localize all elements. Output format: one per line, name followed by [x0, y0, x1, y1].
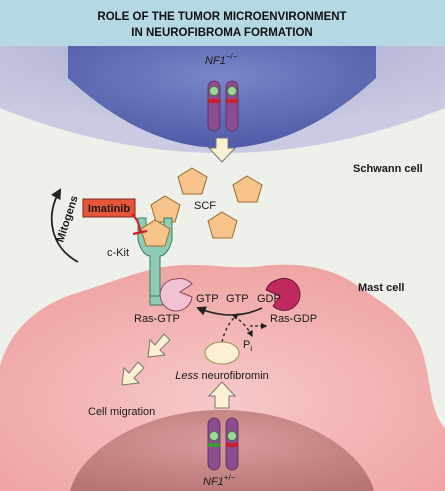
mitogens-arrow-icon	[51, 188, 79, 263]
pi-release-dashed-arrow-icon	[233, 315, 253, 338]
mast-cell-label: Mast cell	[358, 282, 404, 294]
mast-cell-cytoplasm	[0, 264, 445, 491]
ras-gdp-protein-icon	[265, 277, 301, 311]
mast-genotype: NF1+/−	[203, 473, 236, 488]
gdp-to-gtp-arrow-icon	[196, 306, 263, 316]
gtp-label-1: GTP	[196, 293, 219, 305]
scf-label: SCF	[194, 200, 216, 212]
scf-pentagon-icon	[207, 211, 238, 239]
imatinib-box	[82, 198, 136, 218]
schwann-cell-label: Schwann cell	[353, 163, 423, 175]
bound-scf-pentagon-icon	[140, 219, 171, 247]
pi-label: Pi	[243, 339, 252, 353]
gtp-label-2: GTP	[226, 293, 249, 305]
gdp-label: GDP	[257, 293, 281, 305]
ras-gtp-label: Ras-GTP	[134, 313, 180, 325]
mast-cell-nucleus	[70, 410, 374, 491]
mast-chromosome-pair	[207, 417, 239, 471]
schwann-chromosome-pair	[207, 80, 239, 132]
neurofibromin-oval-icon	[204, 341, 240, 365]
migration-arrow-1-icon	[147, 333, 171, 358]
migration-arrow-2-icon	[121, 361, 145, 386]
scf-ligands	[150, 167, 263, 239]
secretion-arrow-icon	[207, 137, 237, 163]
schwann-genotype: NF1−/−	[205, 52, 238, 67]
inhibition-bar	[132, 229, 148, 236]
neurofibromin-dashed-arrow-icon	[221, 313, 239, 343]
ras-gtp-protein-icon	[159, 278, 193, 312]
ras-gdp-label: Ras-GDP	[270, 313, 317, 325]
title-line-1: ROLE OF THE TUMOR MICROENVIRONMENT	[97, 11, 346, 23]
expression-arrow-icon	[207, 381, 237, 409]
inhibition-line	[131, 213, 141, 233]
title-line-2: IN NEUROFIBROMA FORMATION	[131, 27, 312, 39]
c-kit-label: c-Kit	[107, 247, 129, 259]
schwann-cell-nucleus	[68, 46, 376, 148]
cell-migration-label: Cell migration	[88, 406, 155, 418]
scf-pentagon-icon	[232, 175, 263, 203]
title-band	[0, 0, 445, 46]
scf-pentagon-icon	[177, 167, 208, 195]
imatinib-label: Imatinib	[88, 203, 130, 215]
neurofibromin-label: Less neurofibromin	[175, 370, 269, 382]
